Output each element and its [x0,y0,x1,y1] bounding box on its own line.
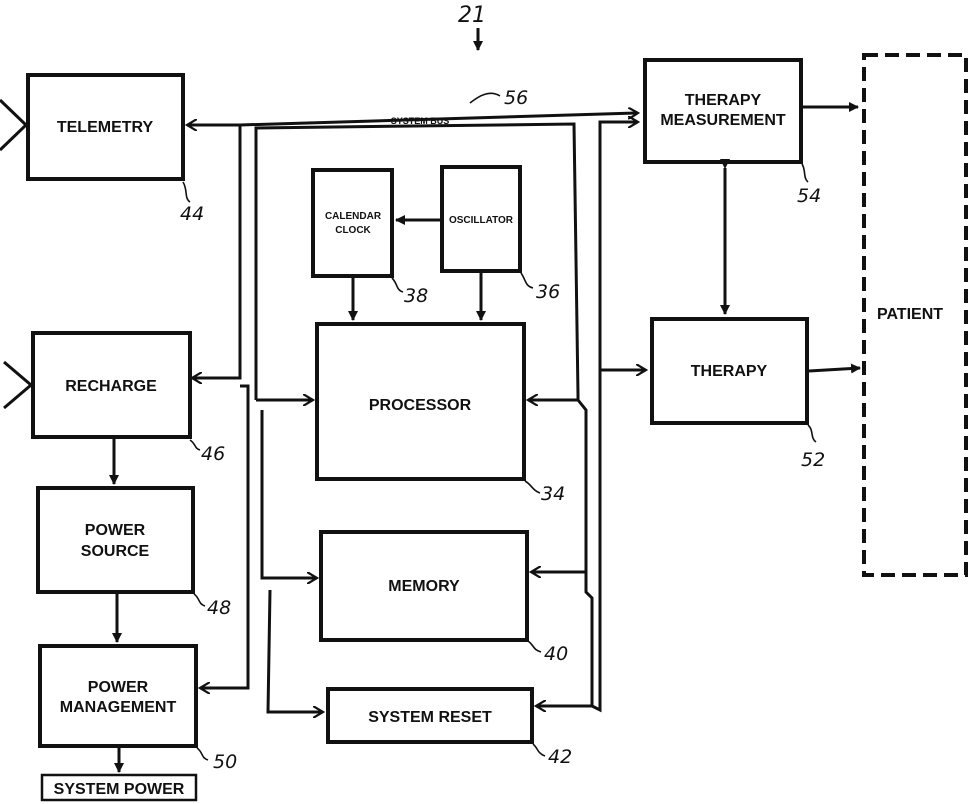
power-management-box [40,646,196,746]
therapy-measurement-ref: 54 [797,185,821,207]
bus-to-recharge [192,125,240,378]
therapy-to-patient [809,368,860,371]
bus-ref-leader [470,93,500,103]
bus-ref: 56 [504,87,528,109]
oscillator-block: OSCILLATOR [442,167,520,271]
power-source-ref: 48 [207,597,231,619]
power-management-label-1: POWER [88,679,149,696]
system-reset-block: SYSTEM RESET [328,689,532,742]
recharge-block: RECHARGE [33,333,190,437]
memory-ref: 40 [544,643,568,665]
calendar-clock-label-1: CALENDAR [325,211,382,222]
therapy-measurement-box [645,60,801,162]
oscillator-ref-leader [521,273,533,288]
bus-to-therapy-measurement-2 [592,122,638,710]
oscillator-label: OSCILLATOR [449,215,514,226]
therapy-ref-leader [808,425,816,442]
figure-number: 21 [458,3,486,50]
processor-label: PROCESSOR [369,397,472,414]
memory-label: MEMORY [388,578,460,595]
system-power-block: SYSTEM POWER [42,775,196,800]
recharge-ref-leader [190,440,200,450]
bus-label: SYSTEM BUS [391,116,450,126]
figure-number-text: 21 [458,3,486,28]
calendar-clock-ref: 38 [404,285,428,307]
power-source-label-1: POWER [85,522,146,539]
power-source-box [38,488,193,592]
therapy-measurement-block: THERAPY MEASUREMENT [645,60,801,162]
power-management-block: POWER MANAGEMENT [40,646,196,746]
power-source-ref-leader [194,594,205,606]
bus-to-processor-right [528,395,578,400]
processor-ref-leader [525,481,540,493]
patient-block: PATIENT [864,55,966,575]
system-reset-ref: 42 [548,746,572,768]
system-reset-ref-leader [533,744,545,756]
memory-block: MEMORY [321,532,527,640]
patient-label: PATIENT [877,306,943,323]
telemetry-antenna-icon [0,100,26,150]
calendar-clock-ref-leader [392,278,403,292]
oscillator-ref: 36 [536,281,560,303]
power-management-ref-leader [197,748,208,760]
processor-ref: 34 [541,483,565,505]
bus-to-power-management [200,386,248,688]
telemetry-block: TELEMETRY [28,75,183,179]
memory-ref-leader [528,641,541,652]
processor-block: PROCESSOR [317,324,524,479]
therapy-measurement-ref-leader [802,164,808,182]
power-source-block: POWER SOURCE [38,488,193,592]
system-reset-label: SYSTEM RESET [368,709,492,726]
recharge-ref: 46 [201,443,225,465]
calendar-clock-block: CALENDAR CLOCK [313,170,392,276]
therapy-label: THERAPY [691,363,768,380]
power-management-label-2: MANAGEMENT [60,699,177,716]
calendar-clock-label-2: CLOCK [335,225,371,236]
telemetry-ref: 44 [180,203,204,225]
system-power-label: SYSTEM POWER [54,781,185,798]
therapy-block: THERAPY [652,319,807,423]
bus-to-system-reset-right [536,572,592,706]
calendar-clock-box [313,170,392,276]
therapy-measurement-label-1: THERAPY [685,92,762,109]
therapy-ref: 52 [801,449,825,471]
therapy-measurement-label-2: MEASUREMENT [660,112,786,129]
telemetry-ref-leader [183,182,190,202]
bus-to-memory-left [262,410,317,578]
telemetry-label: TELEMETRY [57,119,154,136]
power-management-ref: 50 [213,751,237,773]
power-source-label-2: SOURCE [81,543,150,560]
bus-to-system-reset-left [268,590,323,712]
recharge-label: RECHARGE [65,378,157,395]
recharge-coil-icon [4,362,31,408]
